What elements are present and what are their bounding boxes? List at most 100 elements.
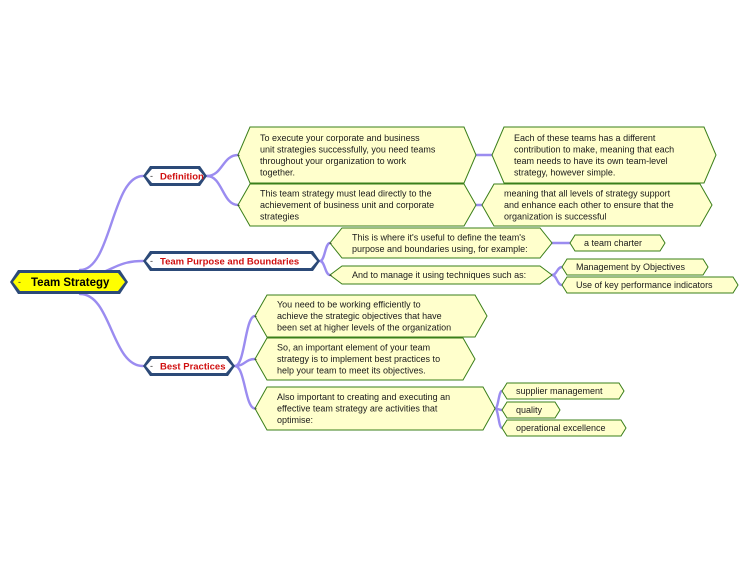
collapse-toggle-icon[interactable]: -: [254, 311, 257, 321]
detail-topic[interactable]: meaning that all levels of strategy supp…: [481, 183, 713, 227]
detail-topic-shape: [481, 183, 713, 227]
connector-line: [318, 259, 332, 277]
subtopic-practices-text-line: achieve the strategic objectives that ha…: [277, 311, 442, 321]
subtopic-practices-text-line: strategy is to implement best practices …: [277, 354, 440, 364]
detail-topic-shape: [491, 126, 717, 184]
subtopic-practices-text-line: effective team strategy are activities t…: [277, 404, 438, 414]
leaf-topic-text: supplier management: [516, 386, 603, 396]
collapse-toggle-icon[interactable]: -: [329, 238, 332, 248]
subtopic-definition-text-line: strategies: [260, 212, 300, 222]
subtopic-definition-text: This team strategy must lead directly to…: [260, 189, 434, 222]
subtopic-purpose-text-line: And to manage it using techniques such a…: [352, 270, 526, 280]
collapse-toggle-icon[interactable]: -: [150, 256, 153, 266]
leaf-topic-shape: [561, 258, 709, 276]
connector-line: [493, 407, 504, 430]
subtopic-definition-text-line: This team strategy must lead directly to…: [260, 189, 432, 199]
subtopic-practices-shape: [254, 294, 488, 338]
detail-topic-text-line: Each of these teams has a different: [514, 133, 656, 143]
detail-topic-text-line: meaning that all levels of strategy supp…: [504, 189, 671, 199]
branch-definition-label: Definition: [160, 172, 204, 183]
leaf-topic-text: operational excellence: [516, 423, 606, 433]
leaf-topic[interactable]: operational excellence: [501, 419, 627, 437]
connector-line: [205, 153, 240, 178]
subtopic-definition-text-line: To execute your corporate and business: [260, 133, 420, 143]
mind-map-nodes: -Team Strategy-Definition-To execute you…: [10, 126, 739, 437]
connector-line: [493, 389, 504, 410]
leaf-topic-text: a team charter: [584, 238, 642, 248]
leaf-topic-shape: [501, 401, 561, 419]
collapse-toggle-icon[interactable]: -: [237, 150, 240, 160]
leaf-topic[interactable]: Use of key performance indicators: [561, 276, 739, 294]
root-topic-shape: [13, 273, 125, 291]
subtopic-purpose-text: This is where it's useful to define the …: [352, 232, 528, 254]
subtopic-definition-text-line: throughout your organization to work: [260, 156, 407, 166]
leaf-topic[interactable]: quality: [501, 401, 561, 419]
subtopic-purpose[interactable]: - And to manage it using techniques such …: [329, 265, 553, 285]
root-topic-label: Team Strategy: [31, 277, 110, 289]
root-topic[interactable]: -Team Strategy: [10, 270, 128, 294]
connector-line: [78, 174, 145, 272]
collapse-toggle-icon[interactable]: -: [237, 200, 240, 210]
leaf-topic-text-line: a team charter: [584, 238, 642, 248]
leaf-topic[interactable]: supplier management: [501, 382, 625, 400]
branch-practices-shape: [146, 359, 232, 373]
connector-line: [233, 364, 257, 410]
subtopic-purpose-text: And to manage it using techniques such a…: [352, 270, 526, 280]
collapse-toggle-icon[interactable]: -: [150, 171, 153, 181]
leaf-topic-shape: [569, 234, 666, 252]
leaf-topic-shape: [501, 419, 627, 437]
collapse-toggle-icon[interactable]: -: [329, 270, 332, 280]
leaf-topic-text-line: supplier management: [516, 386, 603, 396]
subtopic-purpose-text-line: This is where it's useful to define the …: [352, 232, 526, 242]
leaf-topic-shape: [561, 276, 739, 294]
leaf-topic[interactable]: Management by Objectives: [561, 258, 709, 276]
subtopic-definition-text-line: together.: [260, 167, 295, 177]
branch-practices-label: Best Practices: [160, 362, 225, 373]
connector-line: [550, 265, 564, 277]
leaf-topic-text: Management by Objectives: [576, 262, 686, 272]
connector-line: [78, 292, 145, 368]
branch-purpose-label: Team Purpose and Boundaries: [160, 257, 299, 268]
branch-definition[interactable]: -Definition: [143, 166, 207, 186]
subtopic-definition[interactable]: - This team strategy must lead directly t…: [237, 183, 477, 227]
leaf-topic-text-line: Management by Objectives: [576, 262, 686, 272]
leaf-topic[interactable]: a team charter: [569, 234, 666, 252]
subtopic-practices[interactable]: - Also important to creating and executin…: [254, 386, 496, 431]
subtopic-purpose[interactable]: - This is where it's useful to define the…: [329, 227, 553, 259]
branch-purpose-shape: [146, 254, 317, 268]
subtopic-practices-text-line: So, an important element of your team: [277, 343, 430, 353]
subtopic-practices-text-line: You need to be working efficiently to: [277, 300, 421, 310]
subtopic-purpose-shape: [329, 227, 553, 259]
subtopic-purpose-text-line: purpose and boundaries using, for exampl…: [352, 244, 528, 254]
subtopic-definition-text-line: unit strategies successfully, you need t…: [260, 144, 436, 154]
collapse-toggle-icon[interactable]: -: [254, 404, 257, 414]
branch-purpose[interactable]: -Team Purpose and Boundaries: [143, 251, 320, 271]
subtopic-practices-text-line: been set at higher levels of the organiz…: [277, 323, 451, 333]
leaf-topic-text: Use of key performance indicators: [576, 280, 713, 290]
leaf-topic-text-line: operational excellence: [516, 423, 606, 433]
leaf-topic-text-line: Use of key performance indicators: [576, 280, 713, 290]
subtopic-definition-shape: [237, 126, 477, 184]
collapse-toggle-icon[interactable]: -: [18, 277, 21, 287]
subtopic-practices-text-line: optimise:: [277, 415, 313, 425]
branch-practices[interactable]: -Best Practices: [143, 356, 235, 376]
subtopic-practices-shape: [254, 337, 476, 381]
leaf-topic-text-line: quality: [516, 405, 543, 415]
subtopic-definition-shape: [237, 183, 477, 227]
leaf-topic-text: quality: [516, 405, 543, 415]
collapse-toggle-icon[interactable]: -: [254, 354, 257, 364]
detail-topic-text-line: contribution to make, meaning that each: [514, 144, 674, 154]
detail-topic-text-line: and enhance each other to ensure that th…: [504, 200, 674, 210]
collapse-toggle-icon[interactable]: -: [150, 361, 153, 371]
subtopic-practices-text-line: Also important to creating and executing…: [277, 392, 450, 402]
detail-topic-text-line: strategy, however simple.: [514, 167, 615, 177]
